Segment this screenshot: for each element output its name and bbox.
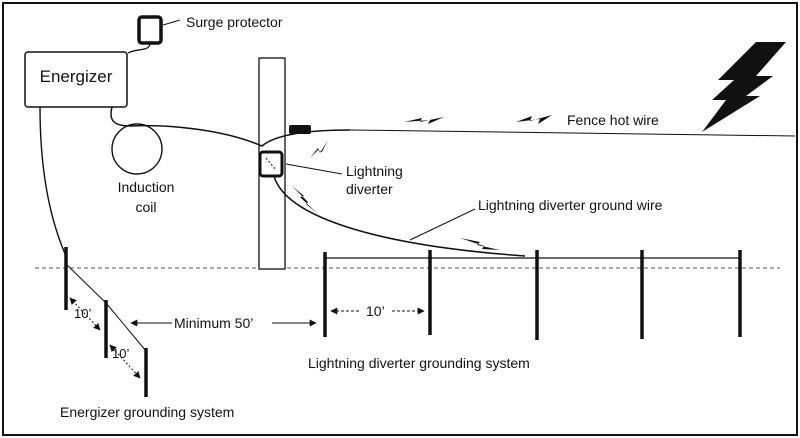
surge-bolt-icon-4 <box>292 186 318 214</box>
surge-protector-box <box>137 15 163 45</box>
lightning-diverter-gap <box>265 157 277 171</box>
energizer-box <box>24 51 128 108</box>
surge-protector-label: Surge protector <box>186 14 283 30</box>
spacing-arrow-a <box>69 297 101 331</box>
energizer-label: Energizer <box>40 67 113 86</box>
lightning-diverter-ground-wire-label: Lightning diverter ground wire <box>478 197 663 213</box>
surge-protector-wire <box>127 42 151 54</box>
induction-coil <box>111 123 163 175</box>
fence-hot-wire-label: Fence hot wire <box>567 112 659 128</box>
surge-bolt-icon-5 <box>460 238 500 250</box>
surge-protector-leader <box>162 19 181 26</box>
fence-hot-wire <box>349 129 796 137</box>
lightning-diverter-ground-wire <box>273 175 526 257</box>
induction-coil-label-line1: Induction <box>118 179 175 195</box>
energizer-ground-connector-1 <box>65 263 107 304</box>
spacing-label-c: 10’ <box>366 303 385 319</box>
lightning-bolt-icon <box>702 42 786 132</box>
lightning-diverter-grounding-system-label: Lightning diverter grounding system <box>308 355 530 371</box>
lightning-diverter-label-line2: diverter <box>346 181 393 197</box>
minimum-50-label: Minimum 50’ <box>174 315 253 331</box>
lightning-diverter-leader <box>285 163 343 175</box>
spacing-label-b: 10’ <box>112 346 129 361</box>
lightning-diverter-label-line1: Lightning <box>346 163 403 179</box>
energizer-ground-connector-2 <box>105 302 147 352</box>
spacing-label-a: 10’ <box>74 306 91 321</box>
surge-bolt-icon-2 <box>516 115 552 124</box>
insulator <box>289 125 311 134</box>
surge-bolt-icon-3 <box>310 140 328 158</box>
lightning-diverter-box <box>258 150 284 178</box>
energizer-ground-lead <box>39 106 67 257</box>
spacing-arrow-b <box>109 344 141 379</box>
surge-bolt-icon-1 <box>404 117 444 124</box>
energizer-grounding-system-label: Energizer grounding system <box>60 404 234 420</box>
induction-coil-label-line2: coil <box>135 199 156 215</box>
ground-wire-leader <box>409 208 476 241</box>
